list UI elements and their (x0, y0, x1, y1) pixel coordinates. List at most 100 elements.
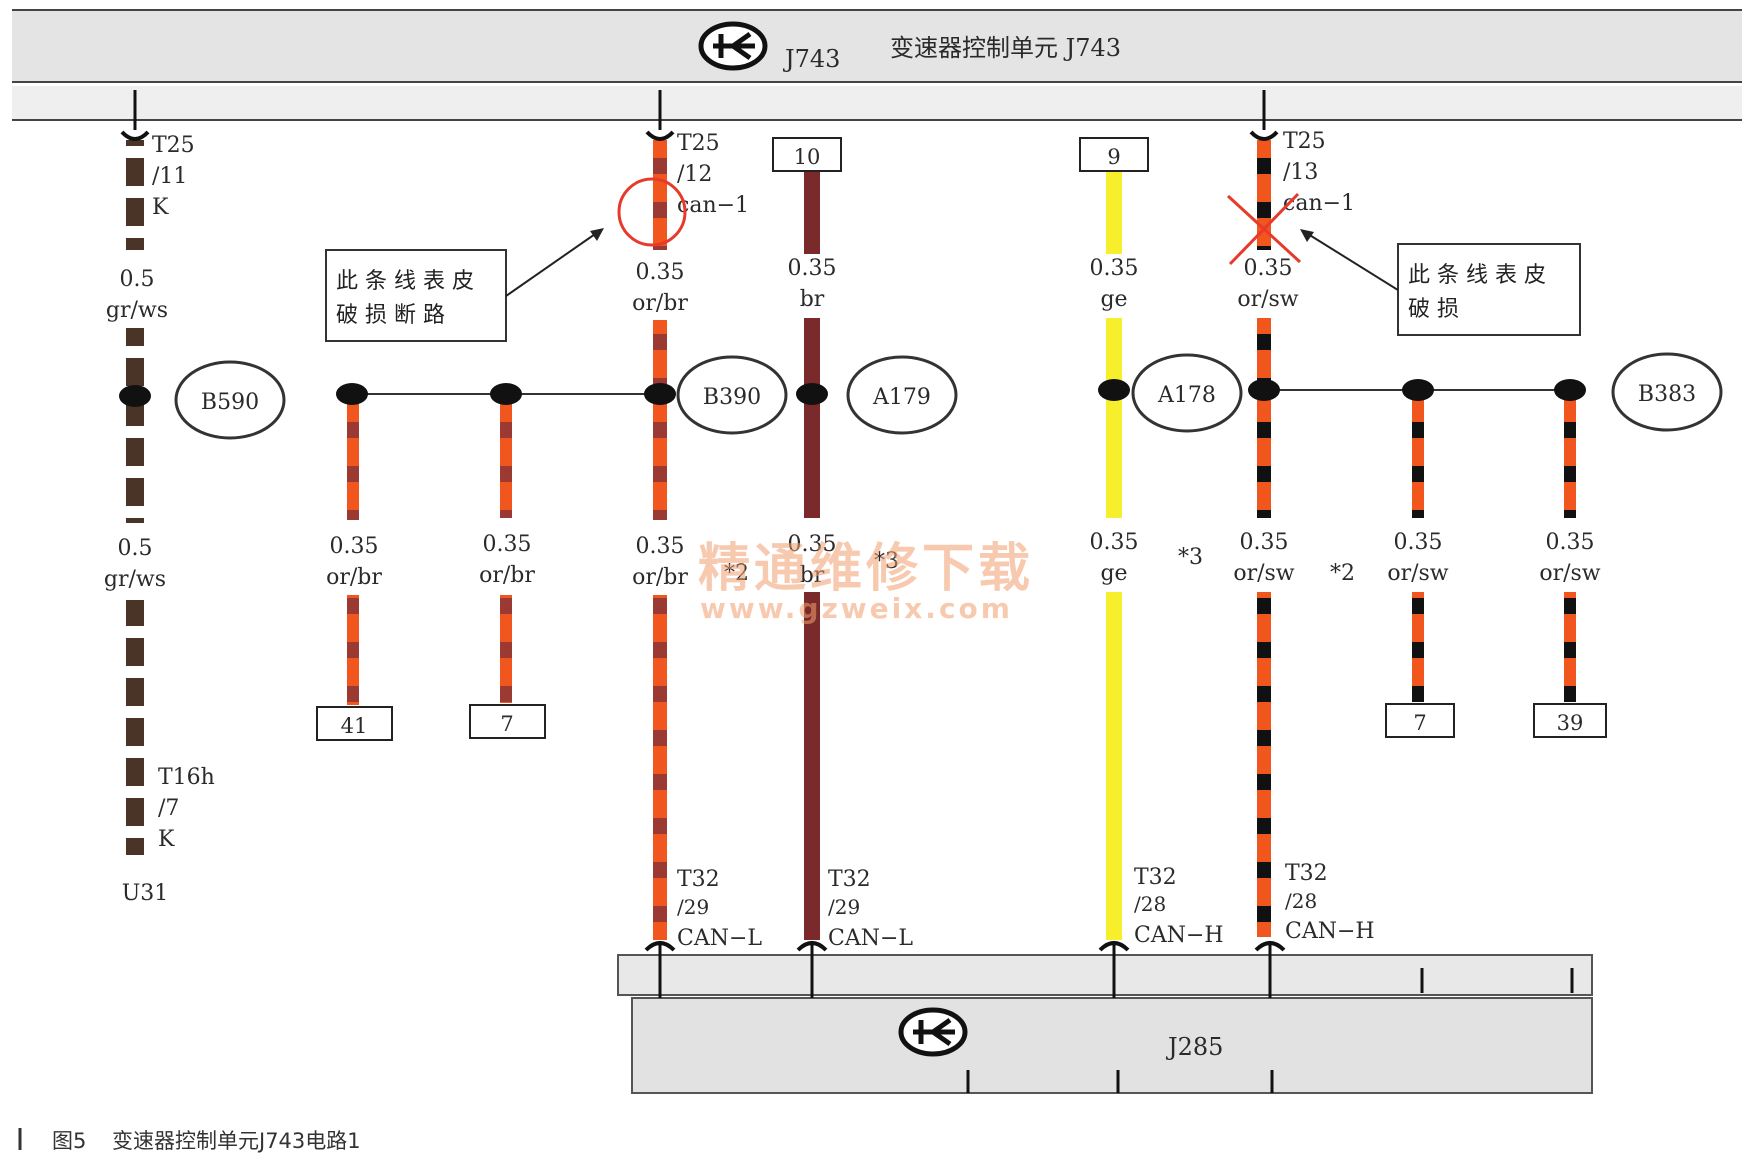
wire-can-l-2 (804, 172, 820, 998)
wire-size: 0.35 (636, 534, 685, 559)
damage-annotation-open-circuit: 此 条 线 表 皮 破 损 断 路 (325, 177, 687, 342)
splice-label: A178 (1157, 383, 1216, 408)
pin-label: T25 (677, 131, 720, 156)
pin-sig: K (158, 827, 175, 852)
ref-box-label: 10 (794, 145, 821, 169)
wire-color: or/br (479, 563, 535, 588)
splice-label: A179 (872, 385, 931, 410)
ref-box-label: 7 (1413, 711, 1426, 735)
wire-can-l-1 (653, 90, 667, 998)
caption-label: 图5 (52, 1129, 86, 1153)
pin-num: /28 (1285, 889, 1317, 913)
wire-color: or/br (326, 565, 382, 590)
wire-size: 0.5 (120, 267, 155, 292)
wire-can-h-1 (1106, 172, 1122, 998)
splice-label: B383 (1638, 382, 1696, 407)
pin-sig: can−1 (677, 193, 749, 218)
wire-size: 0.35 (788, 256, 837, 281)
ref-box-label: 9 (1107, 145, 1120, 169)
note-marker: *3 (1178, 545, 1203, 570)
control-unit-symbol-icon (898, 1007, 968, 1057)
wire-can-h-2 (1257, 90, 1272, 998)
module-code: J285 (1165, 1033, 1223, 1061)
pin-label: T32 (677, 867, 720, 892)
pin-label: T25 (1283, 129, 1326, 154)
wire-color: ge (1100, 287, 1127, 312)
wire-color: or/sw (1387, 561, 1448, 586)
branch-wires-right (1264, 389, 1576, 702)
wire-size: 0.35 (1394, 530, 1443, 555)
pin-label: T16h (158, 765, 215, 790)
wire-size: 0.35 (788, 532, 837, 557)
damage-annotation-broken-insulation: 此 条 线 表 皮 破 损 (1226, 192, 1581, 336)
wire-size: 0.35 (1240, 530, 1289, 555)
splice-dots (119, 379, 1586, 407)
wire-color: gr/ws (106, 298, 168, 323)
pin-sig: CAN−L (677, 926, 762, 951)
ref-box-label: 41 (341, 714, 368, 738)
wire-size: 0.35 (483, 532, 532, 557)
wire-size: 0.35 (1546, 530, 1595, 555)
watermark-line2: www.gzweix.com (700, 592, 1013, 625)
wire-color: or/br (632, 565, 688, 590)
connector-symbols (120, 130, 1286, 952)
splice-label: B390 (703, 385, 761, 410)
wire-color: ge (1100, 561, 1127, 586)
wire-size: 0.35 (636, 260, 685, 285)
notes: *2 *3 *3 *2 (724, 545, 1355, 586)
pin-sig: CAN−H (1134, 923, 1224, 948)
caption-text: 变速器控制单元J743电路1 (112, 1129, 361, 1153)
wire-color: or/sw (1539, 561, 1600, 586)
reference-boxes: 10 9 41 7 7 39 (316, 137, 1607, 741)
cross-mark-icon (1226, 192, 1302, 266)
pin-num: /7 (158, 796, 179, 821)
pin-sig: CAN−L (828, 926, 913, 951)
module-j285: J285 (617, 954, 1593, 1094)
callout-line1: 此 条 线 表 皮 (1408, 263, 1546, 288)
pin-num: /28 (1134, 892, 1166, 916)
connector-labels-bottom: T32 /29 CAN−L T32 /29 CAN−L T32 /28 CAN−… (677, 861, 1375, 951)
wire-u31 (126, 90, 144, 855)
wire-color: or/sw (1233, 561, 1294, 586)
pin-label: T32 (828, 867, 871, 892)
callout-line2: 破 损 (1408, 297, 1459, 322)
pin-num: /29 (828, 895, 860, 919)
module-j743: J743 变速器控制单元 J743 (12, 9, 1742, 121)
pin-sig: K (152, 195, 169, 220)
module-code: J743 (782, 45, 840, 73)
splice-label: B590 (201, 390, 259, 415)
wire-size: 0.35 (1244, 256, 1293, 281)
wire-size: 0.5 (118, 536, 153, 561)
wire-size: 0.35 (1090, 530, 1139, 555)
pin-num: /11 (152, 164, 187, 189)
watermark-line1: 精通维修下载 (698, 539, 1034, 599)
module-title: 变速器控制单元 J743 (890, 34, 1121, 62)
wire-size: 0.35 (330, 534, 379, 559)
pin-sig: can−1 (1283, 191, 1355, 216)
wire-color: or/sw (1237, 287, 1298, 312)
pin-label: T32 (1285, 861, 1328, 886)
splice-ovals: B590 B390 A179 A178 B383 (174, 352, 1723, 440)
callout-line2: 破 损 断 路 (336, 303, 445, 328)
component-label: U31 (122, 881, 169, 906)
pin-label: T25 (152, 133, 195, 158)
wire-color: gr/ws (104, 567, 166, 592)
pin-num: /29 (677, 895, 709, 919)
pin-num: /13 (1283, 160, 1318, 185)
wire-color: or/br (632, 291, 688, 316)
pin-label: T32 (1134, 865, 1177, 890)
ref-box-label: 39 (1557, 711, 1584, 735)
ref-box-label: 7 (500, 712, 513, 736)
note-marker: *2 (724, 561, 749, 586)
branch-wires-left (347, 393, 660, 705)
connector-labels-top: T25 /11 K T25 /12 can−1 T25 /13 can−1 (152, 129, 1355, 220)
note-marker: *2 (1330, 561, 1355, 586)
control-unit-symbol-icon (698, 21, 768, 71)
pin-sig: CAN−H (1285, 919, 1375, 944)
wire-color: br (800, 287, 825, 312)
wire-size: 0.35 (1090, 256, 1139, 281)
pin-num: /12 (677, 162, 712, 187)
note-marker: *3 (874, 549, 899, 574)
watermark: 精通维修下载 www.gzweix.com (698, 539, 1034, 625)
